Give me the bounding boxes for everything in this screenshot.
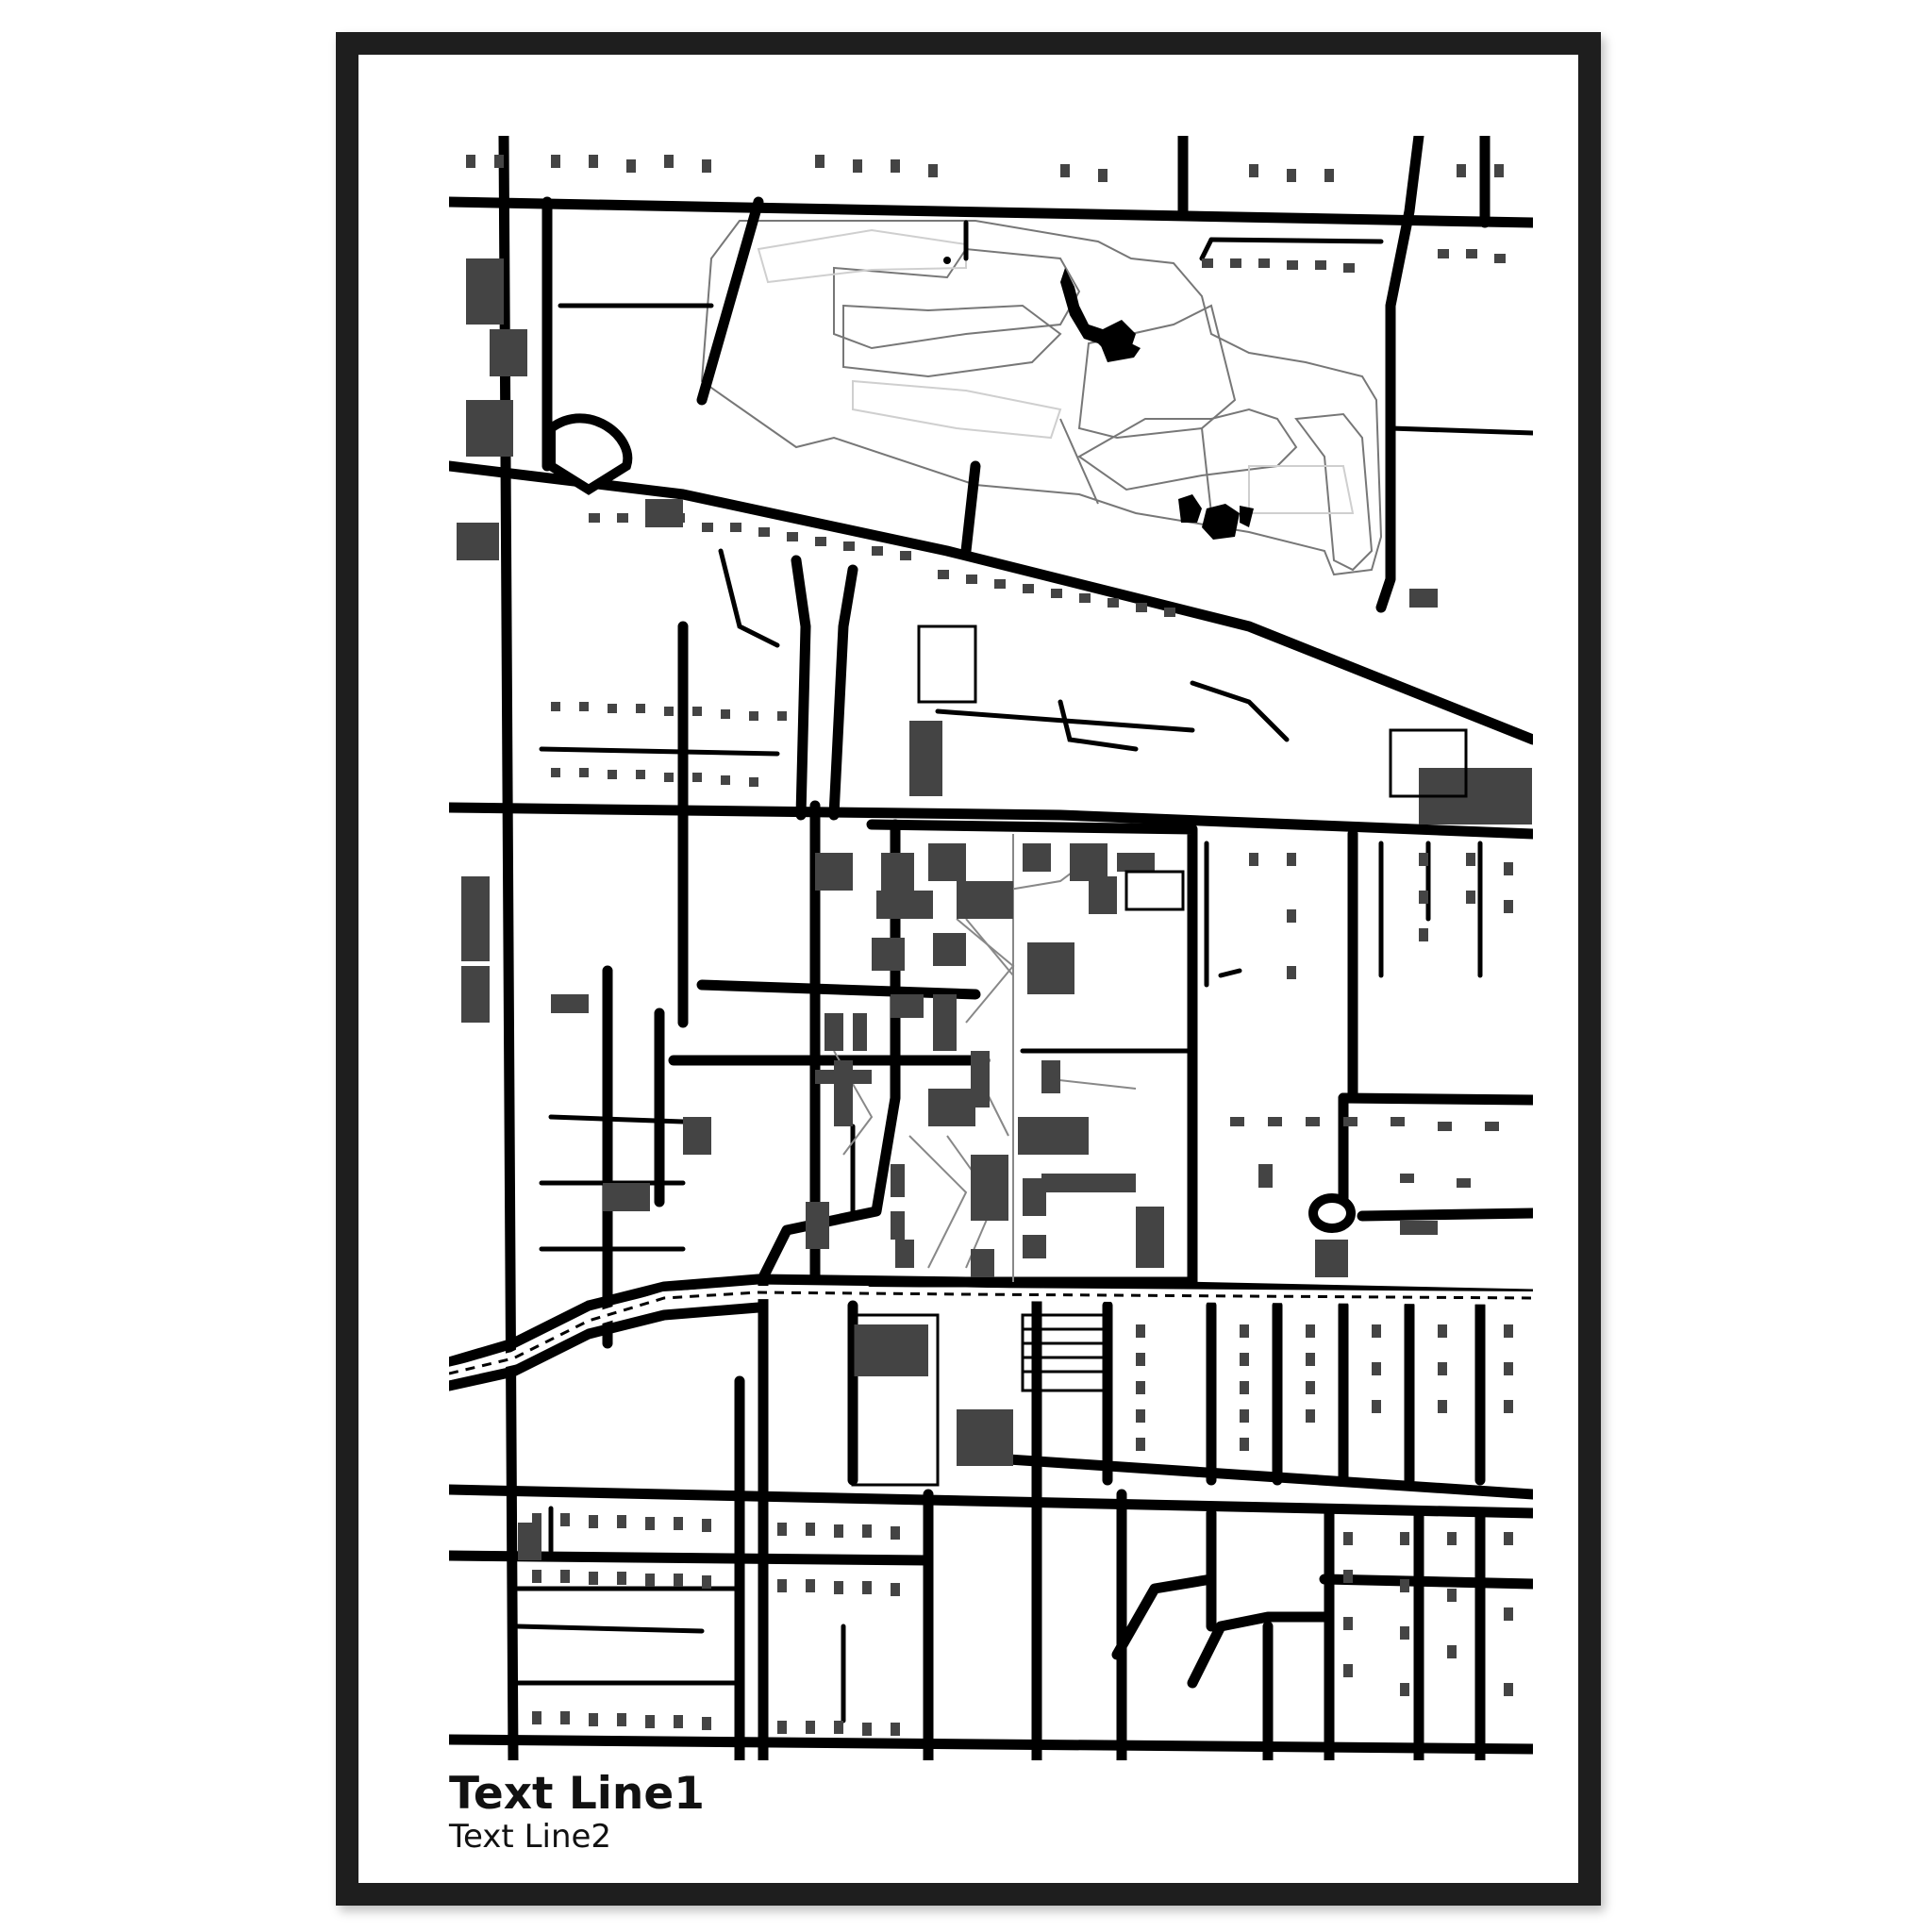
roundabouts <box>546 413 1356 1233</box>
golf-fairways <box>757 228 1355 514</box>
parking-lots <box>851 625 1468 1487</box>
secondary-roads <box>515 220 1533 1724</box>
poster-subtitle: Text Line2 <box>449 1818 612 1856</box>
poster-mat: Text Line1 Text Line2 <box>358 55 1578 1883</box>
houses <box>466 155 1513 1736</box>
street-map <box>449 136 1533 1760</box>
water-bodies <box>943 257 1254 540</box>
primary-roads <box>449 136 1533 1760</box>
buildings <box>457 258 1532 1560</box>
picture-frame: Text Line1 Text Line2 <box>336 32 1601 1906</box>
map-svg <box>449 136 1533 1760</box>
poster-caption: Text Line1 Text Line2 <box>449 1768 705 1856</box>
poster-title: Text Line1 <box>449 1768 705 1820</box>
railway <box>449 1285 1533 1380</box>
golf-course <box>700 220 1383 576</box>
